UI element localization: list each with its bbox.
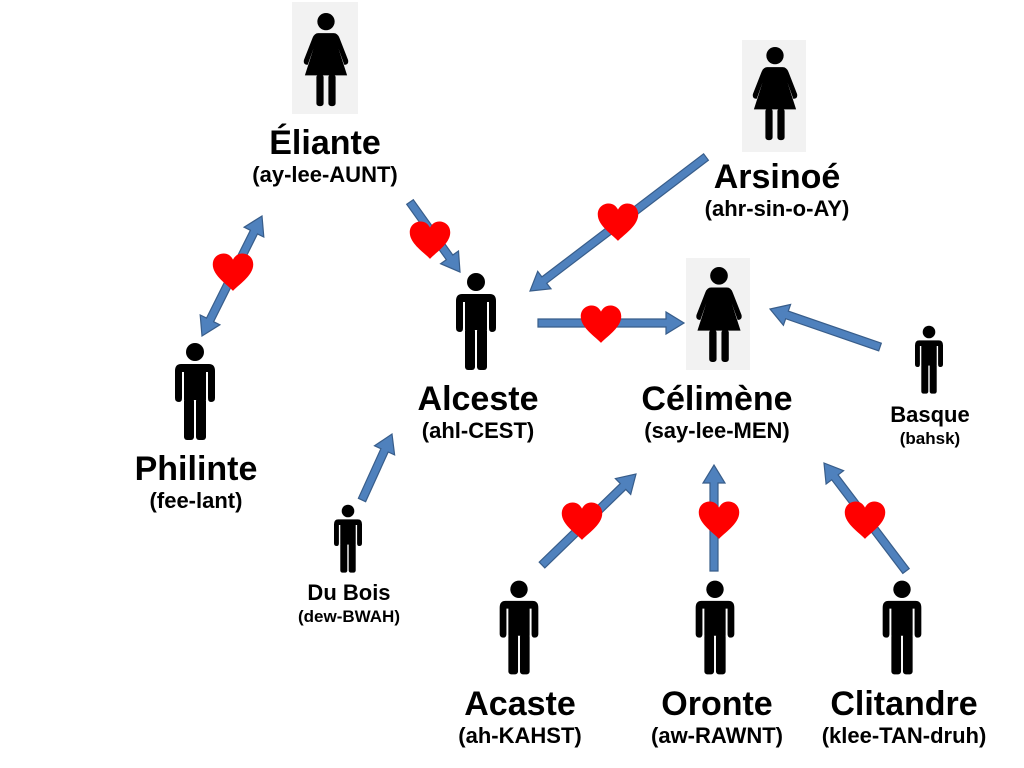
- love-hearts: [212, 203, 886, 540]
- celimene-label: Célimène (say-lee-MEN): [641, 380, 792, 444]
- eliante-label: Éliante (ay-lee-AUNT): [252, 124, 397, 188]
- philinte-label: Philinte (fee-lant): [135, 450, 258, 514]
- character-name: Basque: [890, 402, 970, 427]
- character-name: Alceste: [417, 380, 539, 418]
- character-name: Acaste: [464, 685, 576, 723]
- eliante-figure: [292, 2, 358, 114]
- oronte-figure man-icon: [695, 580, 735, 675]
- arrow-basque-to-celimene: [768, 303, 883, 352]
- clitandre-figure man-icon: [882, 580, 922, 675]
- basque-label: Basque (bahsk): [890, 402, 969, 449]
- heart-icon: [698, 501, 740, 539]
- character-pronunciation: (say-lee-MEN): [644, 418, 790, 443]
- oronte-label: Oronte (aw-RAWNT): [651, 685, 783, 749]
- arrow-dubois-to-alceste: [357, 432, 396, 503]
- heart-icon: [212, 253, 254, 291]
- alceste-label: Alceste (ahl-CEST): [418, 380, 539, 444]
- character-pronunciation: (ay-lee-AUNT): [252, 162, 398, 187]
- dubois-label: Du Bois (dew-BWAH): [298, 580, 400, 627]
- acaste-figure man-icon: [499, 580, 539, 675]
- basque-figure man-icon: [915, 325, 943, 394]
- heart-icon: [580, 305, 622, 343]
- arsinoe-figure: [742, 40, 806, 152]
- acaste-label: Acaste (ah-KAHST): [458, 685, 581, 749]
- character-name: Éliante: [269, 124, 381, 162]
- character-name: Du Bois: [307, 580, 391, 605]
- character-pronunciation: (klee-TAN-druh): [821, 723, 987, 748]
- arsinoe-label: Arsinoé (ahr-sin-o-AY): [705, 158, 850, 222]
- dubois-figure man-icon: [334, 504, 362, 573]
- character-pronunciation: (dew-BWAH): [298, 607, 400, 626]
- character-pronunciation: (fee-lant): [149, 488, 243, 513]
- character-name: Célimène: [641, 380, 793, 418]
- alceste-figure man-icon: [456, 273, 496, 370]
- character-name: Clitandre: [830, 685, 978, 723]
- character-pronunciation: (ahl-CEST): [421, 418, 535, 443]
- character-pronunciation: (bahsk): [899, 429, 961, 448]
- character-pronunciation: (ah-KAHST): [458, 723, 582, 748]
- character-pronunciation: (ahr-sin-o-AY): [704, 196, 850, 221]
- character-pronunciation: (aw-RAWNT): [651, 723, 783, 748]
- philinte-figure man-icon: [175, 343, 215, 440]
- character-name: Oronte: [661, 685, 773, 723]
- clitandre-label: Clitandre (klee-TAN-druh): [822, 685, 987, 749]
- celimene-figure: [686, 258, 750, 370]
- character-name: Arsinoé: [713, 158, 841, 196]
- character-name: Philinte: [134, 450, 258, 488]
